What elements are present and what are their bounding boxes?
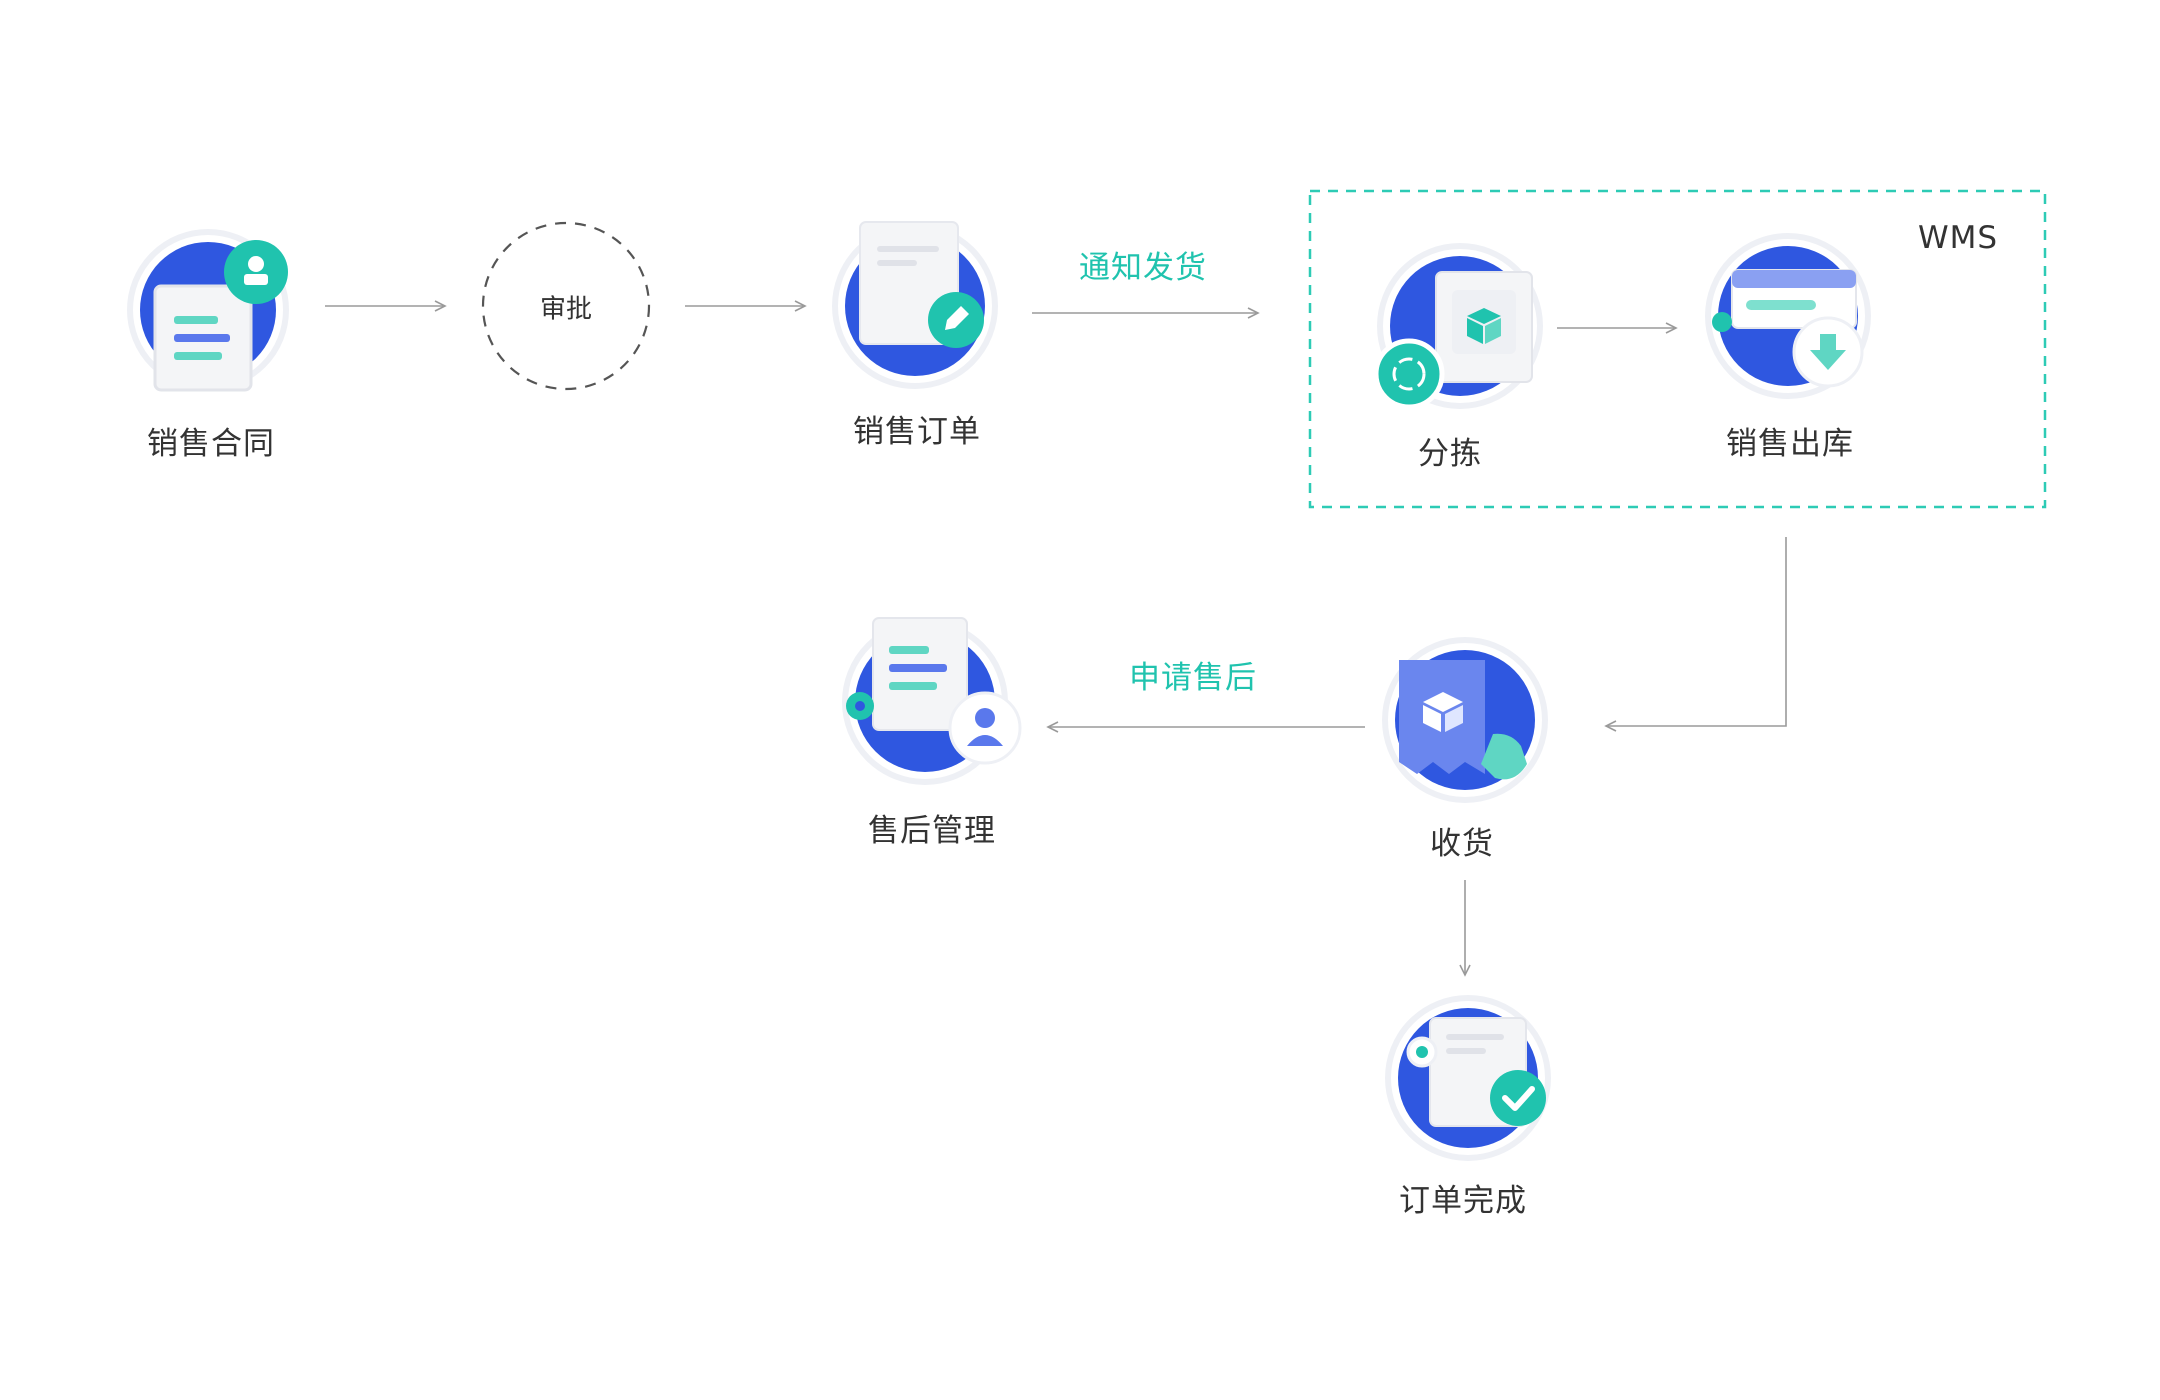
- label-picking: 分拣: [1418, 436, 1482, 472]
- label-sales-outbound: 销售出库: [1726, 426, 1854, 462]
- node-sales-order[interactable]: [815, 210, 1015, 410]
- node-order-complete[interactable]: [1368, 988, 1568, 1188]
- node-picking[interactable]: [1368, 240, 1568, 440]
- wms-group-box: [1308, 189, 2047, 509]
- node-after-sales[interactable]: [835, 606, 1035, 806]
- node-approval[interactable]: 审批: [539, 294, 593, 325]
- edge-label-notify-shipping: 通知发货: [1079, 250, 1207, 286]
- node-receiving[interactable]: [1365, 628, 1565, 828]
- node-sales-outbound[interactable]: [1688, 230, 1888, 430]
- wms-group-label: WMS: [1918, 220, 1999, 256]
- label-receiving: 收货: [1430, 826, 1494, 862]
- label-sales-order: 销售订单: [853, 414, 981, 450]
- approval-dashed-circle: [481, 221, 651, 391]
- node-sales-contract[interactable]: [110, 220, 310, 420]
- label-after-sales: 售后管理: [868, 813, 996, 849]
- label-order-complete: 订单完成: [1399, 1183, 1527, 1219]
- edge-label-apply-after-sales: 申请售后: [1129, 660, 1257, 696]
- label-sales-contract: 销售合同: [147, 426, 275, 462]
- arrow-outbound-to-receiving: [1604, 537, 1787, 732]
